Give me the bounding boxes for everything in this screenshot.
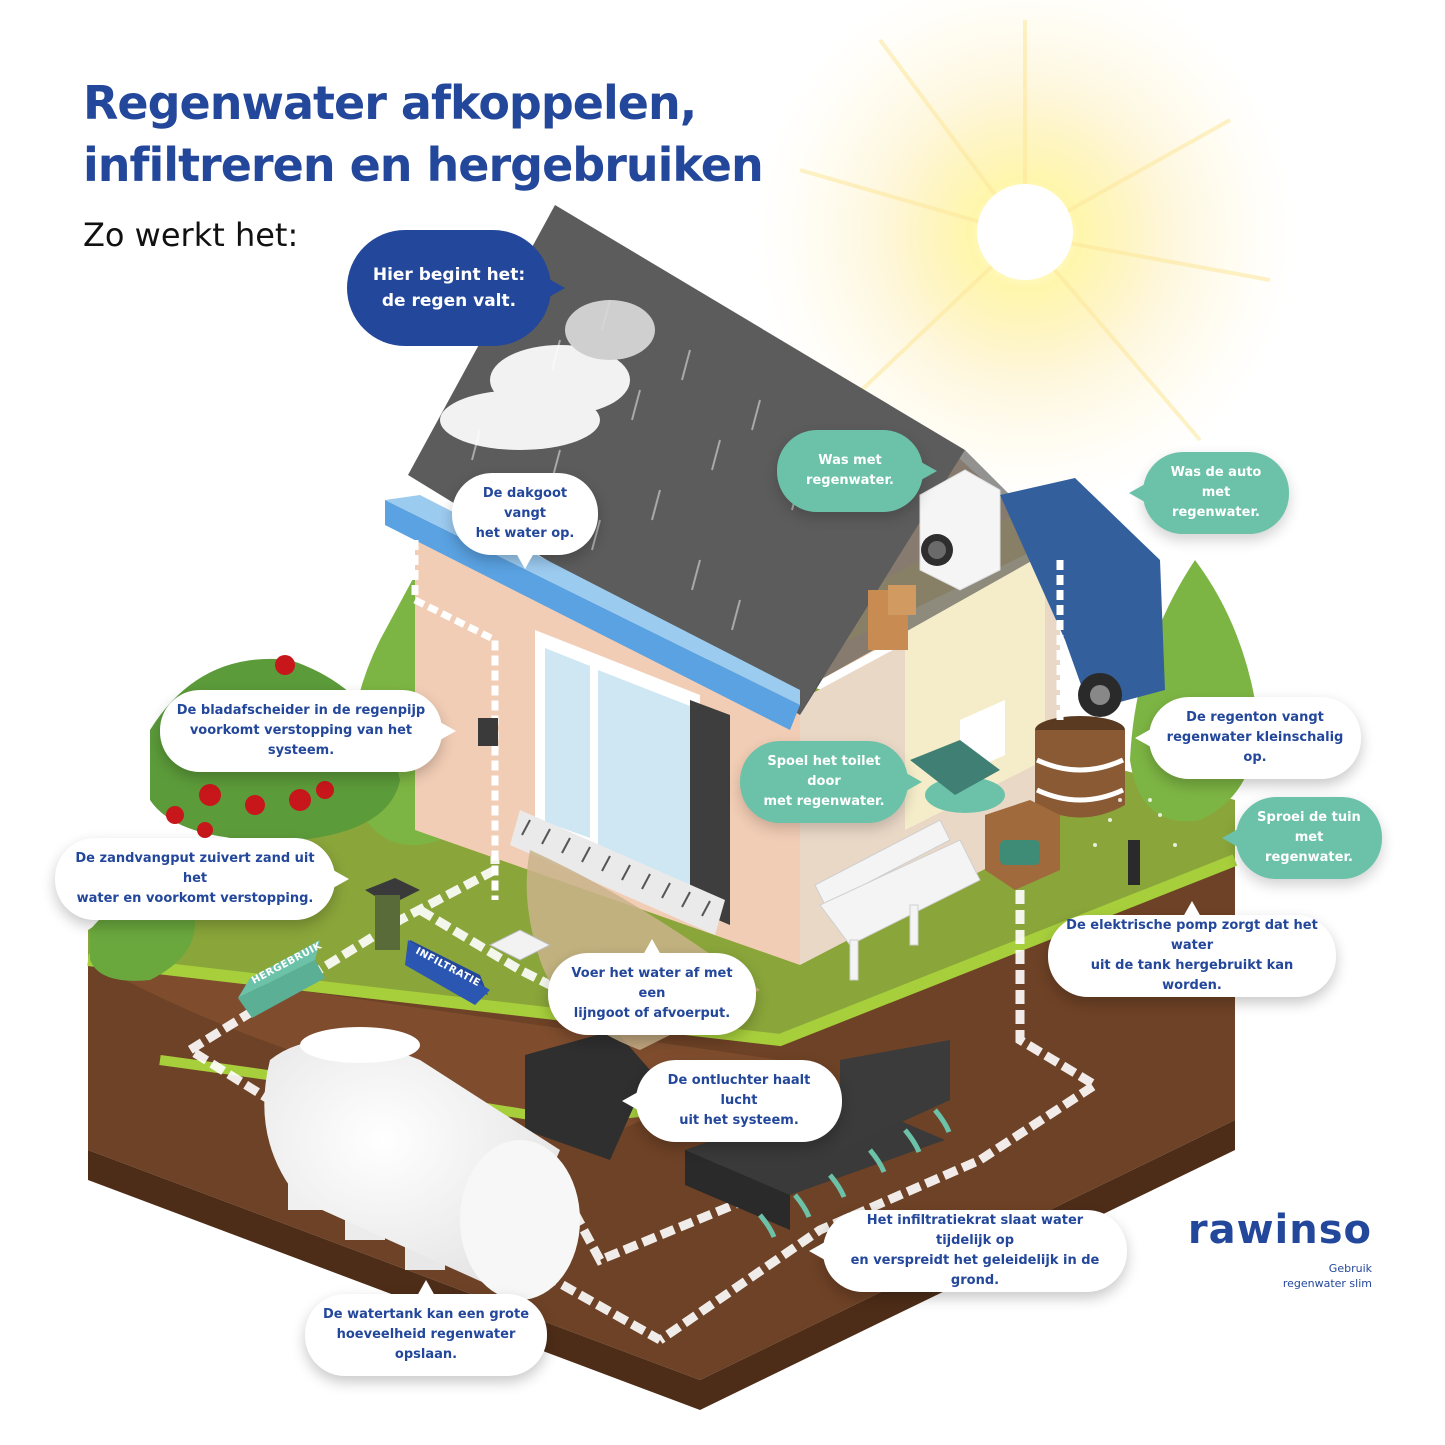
title-line-1: Regenwater afkoppelen,: [83, 76, 697, 130]
rain-cloud: [440, 300, 655, 450]
floor-drain: [488, 929, 552, 961]
bubble-vent: De ontluchter haalt lucht uit het systee…: [622, 1060, 842, 1142]
reuse-sign: [238, 940, 325, 1018]
bubble-sand-trap: De zandvangput zuivert zand uit het wate…: [55, 838, 349, 920]
infiltration-sign: [405, 940, 490, 1005]
bubble-rain-barrel: De regenton vangt regenwater kleinschali…: [1135, 697, 1361, 779]
brand-logo: rawinso Gebruik regenwater slim: [1182, 1205, 1372, 1291]
bubble-gutter: De dakgoot vangt het water op.: [452, 473, 598, 569]
car: [1000, 478, 1165, 717]
bench: [814, 819, 981, 981]
toilet: [910, 700, 1005, 813]
bubble-pump: De elektrische pomp zorgt dat het water …: [1048, 901, 1336, 997]
leaf-separator: [478, 718, 498, 746]
sand-trap: [365, 878, 420, 950]
bubble-leaf-separator: De bladafscheider in de regenpijp voorko…: [160, 690, 456, 772]
washing-machine: [868, 469, 1001, 650]
sun: [755, 0, 1295, 505]
page-subtitle: Zo werkt het:: [83, 216, 299, 254]
bubble-car: Was de auto met regenwater.: [1129, 452, 1289, 534]
logo-tagline: Gebruik regenwater slim: [1282, 1262, 1372, 1290]
rain-barrel: [1035, 716, 1125, 818]
bubble-laundry: Was met regenwater.: [777, 430, 937, 512]
pump: [985, 800, 1060, 890]
sprinkler: [1093, 798, 1177, 885]
bubble-toilet: Spoel het toilet door met regenwater.: [740, 741, 922, 823]
infiltration-crates: [525, 1030, 952, 1238]
water-tank: [264, 1027, 580, 1300]
page-title: Regenwater afkoppelen, infiltreren en he…: [83, 72, 764, 196]
downpipes: [411, 540, 1064, 900]
bubble-drain: Voer het water af met een lijngoot of af…: [548, 939, 756, 1035]
bubble-infiltration-crate: Het infiltratiekrat slaat water tijdelij…: [809, 1210, 1127, 1292]
logo-wordmark: rawinso: [1187, 1207, 1372, 1253]
bubble-garden: Sproei de tuin met regenwater.: [1222, 797, 1382, 879]
bubble-rain-start: Hier begint het: de regen valt.: [347, 230, 565, 346]
bubble-water-tank: De watertank kan een grote hoeveelheid r…: [305, 1280, 547, 1376]
title-line-2: infiltreren en hergebruiken: [83, 138, 764, 192]
